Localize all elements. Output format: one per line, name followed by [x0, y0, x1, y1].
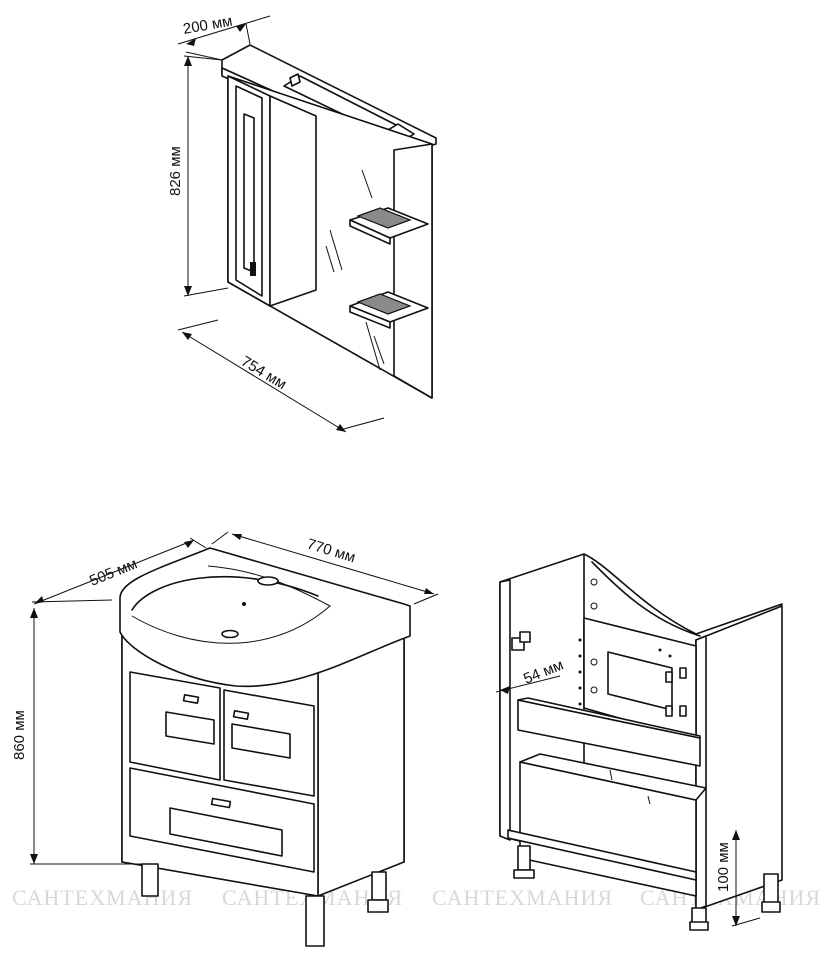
back-leg-height-label: 100 мм — [715, 842, 732, 892]
watermark: САНТЕХМАНИЯ — [12, 885, 193, 910]
mirror-width-label: 754 мм — [238, 353, 289, 393]
mirror-depth-label: 200 мм — [182, 13, 234, 38]
vanity-height-label: 860 мм — [11, 710, 28, 760]
vanity-width-label: 770 мм — [305, 536, 358, 567]
vanity-back-drawing: 54 мм 100 мм — [495, 553, 783, 931]
vanity-front-drawing: 505 мм 770 мм 860 мм — [11, 531, 439, 947]
mirror-height-label: 826 мм — [167, 146, 184, 196]
mirror-cabinet-drawing: 200 мм 826 мм 754 мм — [167, 13, 437, 433]
watermark: САНТЕХМАНИЯ — [432, 885, 613, 910]
